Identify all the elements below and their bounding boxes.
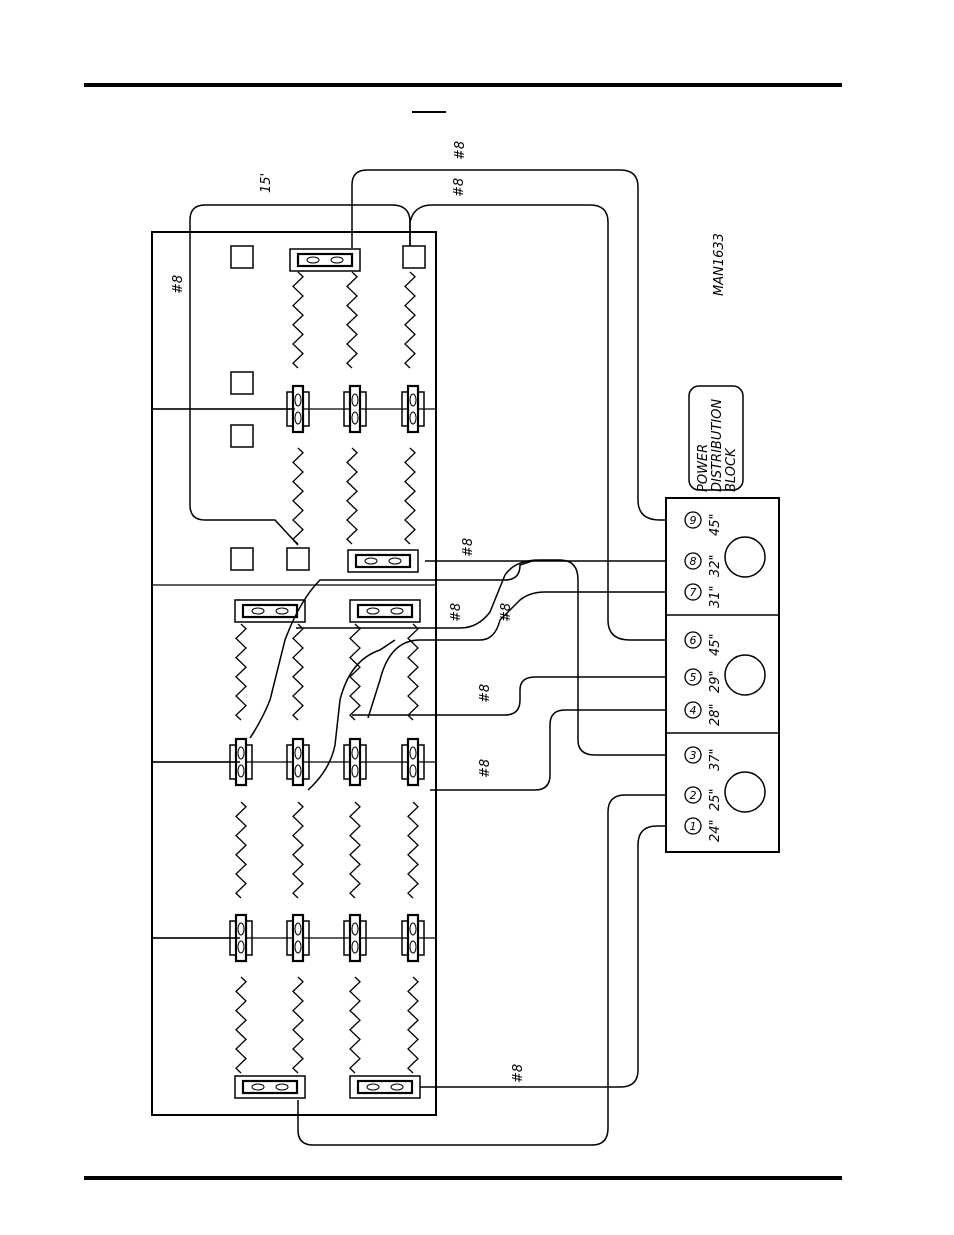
cell-resistor [347,272,357,368]
terminal-post [231,246,253,268]
strap-connectors [230,249,424,1098]
cell-resistor [236,802,246,898]
stud-hole [725,537,765,577]
terminal-post [403,246,425,268]
jumper-length-label: 15' [259,173,274,193]
diagram-body: 1 24" 2 25" 3 37" 4 28" 5 29" 6 45" 7 31" 8 32" 9 45" [152,170,779,1145]
terminal-length: 24" [708,819,723,842]
cable-terminal-3 [296,560,666,755]
terminal-number: 5 [690,671,697,684]
cell-resistor [293,448,303,544]
block-title-line-1: POWER [696,444,711,492]
cell-resistor [293,272,303,368]
terminal-length: 32" [708,554,723,577]
terminal-number: 1 [690,820,697,833]
terminal-post [231,372,253,394]
cable-terminal-2 [298,795,666,1145]
stud-hole [725,655,765,695]
cable-diag [250,560,535,738]
terminal-number: 3 [690,749,697,762]
cell-resistor [408,802,418,898]
terminal-length: 45" [708,633,723,656]
cell-resistor [347,448,357,544]
block-title-line-3: BLOCK [724,447,739,492]
cell-resistor [293,802,303,898]
strap-connector [348,550,418,572]
terminal-number: 2 [690,789,697,802]
gauge-label: #8 [499,603,514,622]
gauge-label: #8 [478,684,493,703]
terminal-length: 29" [708,670,723,693]
gauge-label: #8 [461,538,476,557]
terminal-length: 45" [708,513,723,536]
gauge-label: #8 [452,178,467,197]
cells [236,272,418,1073]
stud-hole [725,772,765,812]
gauge-label: #8 [453,141,468,160]
block-title-line-2: DISTRIBUTION [710,399,725,492]
terminal-length: 37" [708,748,723,771]
terminal-number: 8 [690,555,697,568]
strap-connector [350,1076,420,1098]
terminal-length: 31" [708,585,723,608]
cable-terminal-6 [410,205,666,640]
terminal-number: 4 [690,704,697,717]
cell-resistor [293,624,303,720]
terminal-number: 7 [690,586,697,599]
terminal-post [231,425,253,447]
strap-connector [235,1076,305,1098]
cable-terminal-4 [430,710,666,790]
cable-terminal-9 [352,170,666,520]
terminal-length: 25" [708,788,723,811]
gauge-label: #8 [171,275,186,294]
cell-resistor [236,624,246,720]
drawing-id: MAN1633 [712,233,727,296]
gauge-label: #8 [449,603,464,622]
cell-resistor [405,448,415,544]
terminal-list: 1 24" 2 25" 3 37" 4 28" 5 29" 6 45" 7 31" 8 32" 9 45" [685,512,723,842]
terminal-number: 6 [690,634,697,647]
cable-terminal-1 [420,826,666,1087]
cell-resistor [408,977,418,1073]
strap-connector [290,249,360,271]
cell-resistor [405,272,415,368]
terminal-number: 9 [690,514,697,527]
cell-resistor [350,977,360,1073]
terminal-length: 28" [708,703,723,726]
strap-connector [350,600,420,622]
cell-resistor [236,977,246,1073]
terminal-post [231,548,253,570]
gauge-label: #8 [511,1064,526,1083]
gauge-label: #8 [478,759,493,778]
cell-resistor [408,624,418,720]
terminal-post [287,548,309,570]
cell-resistor [350,802,360,898]
cell-resistor [293,977,303,1073]
